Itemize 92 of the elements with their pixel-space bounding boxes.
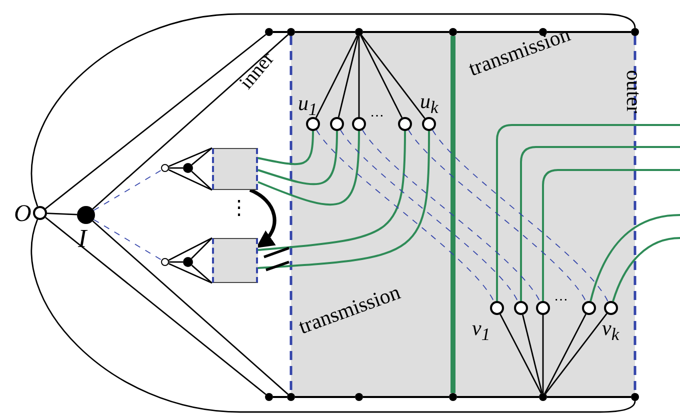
- edge-line: [363, 396, 449, 398]
- edge-line: [295, 396, 355, 398]
- edge-line: [363, 31, 449, 33]
- edge-line: [500, 314, 542, 394]
- ellipsis: ⋯: [554, 294, 568, 308]
- edge-line: [522, 314, 543, 394]
- filled-vertex: [449, 393, 457, 401]
- edge-line: [168, 169, 212, 191]
- edge-line: [547, 396, 631, 398]
- edge-line: [31, 13, 636, 207]
- edge-line: [92, 34, 288, 210]
- edge-line: [496, 124, 680, 301]
- vertex-label: u$_{k}$: [420, 91, 438, 117]
- edge-line: [191, 264, 212, 284]
- filled-vertex: [183, 163, 193, 173]
- dashed-line: [340, 130, 518, 302]
- open-vertex: [161, 258, 169, 266]
- edge-line: [315, 35, 358, 118]
- edge-line: [544, 313, 608, 394]
- edge-line: [258, 131, 430, 269]
- filled-vertex: [265, 393, 273, 401]
- edge-line: [191, 238, 212, 259]
- edge-line: [273, 396, 287, 398]
- vertex-label: I: [78, 226, 87, 252]
- dashed-line: [362, 130, 540, 302]
- dashed-line: [432, 130, 608, 302]
- edge-line: [258, 130, 314, 166]
- edge-line: [31, 219, 636, 413]
- dashed-line: [316, 130, 494, 302]
- edge-line: [544, 314, 586, 394]
- edge-line: [258, 130, 338, 186]
- edge-line: [46, 212, 78, 216]
- open-vertex: [161, 164, 169, 172]
- filled-vertex: [539, 393, 547, 401]
- ellipsis: ⋯: [370, 110, 384, 124]
- edge-line: [542, 169, 680, 301]
- filled-vertex: [287, 28, 295, 36]
- edge-line: [542, 315, 544, 393]
- filled-vertex: [265, 28, 273, 36]
- vertex-label: u$_{1}$: [298, 93, 318, 119]
- edge-line: [590, 214, 680, 302]
- curved-arrow: [249, 188, 276, 248]
- edge-line: [168, 147, 212, 168]
- gadget-box: [212, 238, 258, 283]
- open-vertex: [536, 301, 550, 315]
- vertex-label: O: [14, 202, 32, 226]
- edge-line: [273, 31, 287, 33]
- edge-line: [520, 146, 680, 301]
- dashed-line: [408, 130, 586, 302]
- edge-line: [258, 130, 360, 206]
- edge-line: [547, 31, 631, 33]
- filled-vertex: [355, 28, 363, 36]
- gadget-box: [212, 148, 258, 190]
- dashed-line: [290, 36, 292, 393]
- open-vertex: [352, 117, 366, 131]
- edge-line: [360, 35, 403, 118]
- edge-line: [457, 396, 539, 398]
- ellipsis: ⋮: [229, 198, 249, 218]
- open-vertex: [582, 301, 596, 315]
- filled-vertex: [449, 28, 457, 36]
- edge-line: [168, 262, 212, 284]
- edge-line: [360, 34, 426, 119]
- open-vertex: [398, 117, 412, 131]
- vertex-label: v$_{1}$: [472, 318, 490, 344]
- thick-line: [450, 36, 456, 393]
- dashed-line: [93, 170, 162, 211]
- edge-line: [258, 130, 406, 251]
- filled-vertex: [631, 393, 639, 401]
- filled-vertex: [183, 257, 193, 267]
- dashed-line: [93, 219, 162, 260]
- region-label: outer: [623, 70, 644, 114]
- edge-line: [92, 220, 288, 395]
- edge-line: [191, 147, 212, 166]
- edge-line: [45, 216, 266, 396]
- shaded-region: [291, 32, 453, 397]
- edge-line: [191, 170, 212, 191]
- filled-vertex: [355, 393, 363, 401]
- edge-line: [295, 31, 355, 33]
- filled-vertex: [287, 393, 295, 401]
- dashed-line: [634, 36, 636, 393]
- edge-line: [358, 36, 360, 117]
- edge-line: [168, 237, 212, 261]
- edge-line: [457, 31, 539, 33]
- open-vertex: [514, 301, 528, 315]
- edge-line: [169, 167, 183, 169]
- edge-line: [45, 34, 266, 210]
- edge-line: [612, 237, 680, 302]
- open-vertex: [330, 117, 344, 131]
- edge-line: [338, 36, 359, 118]
- vertex-label: v$_{k}$: [602, 318, 620, 344]
- edge-line: [169, 261, 183, 263]
- filled-vertex: [631, 28, 639, 36]
